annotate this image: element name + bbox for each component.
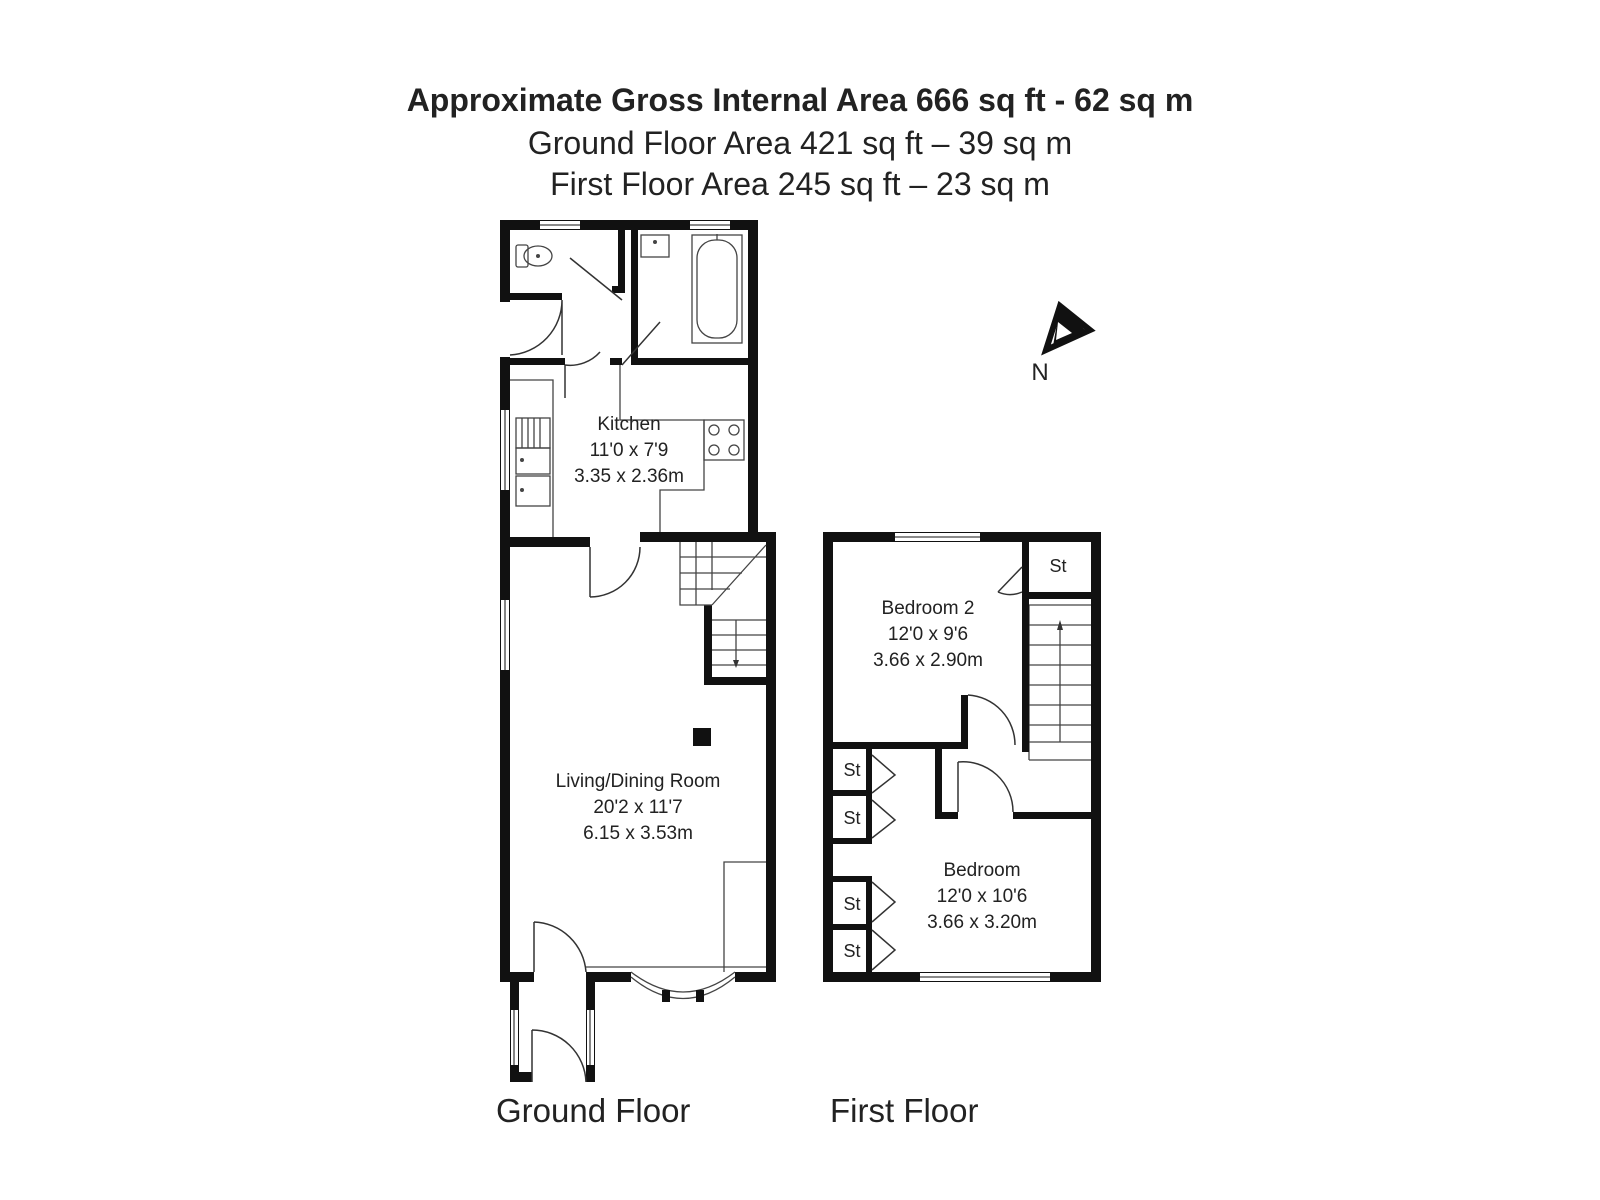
living-room-imperial: 20'2 x 11'7 [593,797,682,818]
bedroom-name: Bedroom [943,860,1020,881]
total-area-title: Approximate Gross Internal Area 666 sq f… [406,82,1194,118]
first-floor-label: First Floor [830,1092,979,1129]
bedroom-2-imperial: 12'0 x 9'6 [888,624,968,645]
kitchen-imperial: 11'0 x 7'9 [590,440,669,461]
ground-floor-area: Ground Floor Area 421 sq ft – 39 sq m [527,125,1073,161]
store-label: St [843,808,860,828]
bedroom-metric: 3.66 x 3.20m [927,912,1037,933]
living-room-metric: 6.15 x 3.53m [583,823,693,844]
north-arrow-icon: N [1031,300,1096,386]
store-label: St [843,941,860,961]
store-label: St [843,760,860,780]
kitchen-metric: 3.35 x 2.36m [574,466,684,487]
store-label: St [843,894,860,914]
bedroom-2-metric: 3.66 x 2.90m [873,650,983,671]
store-label: St [1049,556,1066,576]
kitchen-name: Kitchen [597,414,660,435]
compass-label: N [1031,359,1048,386]
first-floor-plan: St St St St St Bedroom 2 12'0 x 9'6 3.66… [823,532,1101,982]
bedroom-imperial: 12'0 x 10'6 [937,886,1028,907]
ground-floor-plan: Kitchen 11'0 x 7'9 3.35 x 2.36m Living/D… [500,220,776,1083]
first-floor-area: First Floor Area 245 sq ft – 23 sq m [550,166,1050,202]
bedroom-2-name: Bedroom 2 [882,598,975,619]
living-room-name: Living/Dining Room [556,771,721,792]
ground-floor-label: Ground Floor [496,1092,691,1129]
